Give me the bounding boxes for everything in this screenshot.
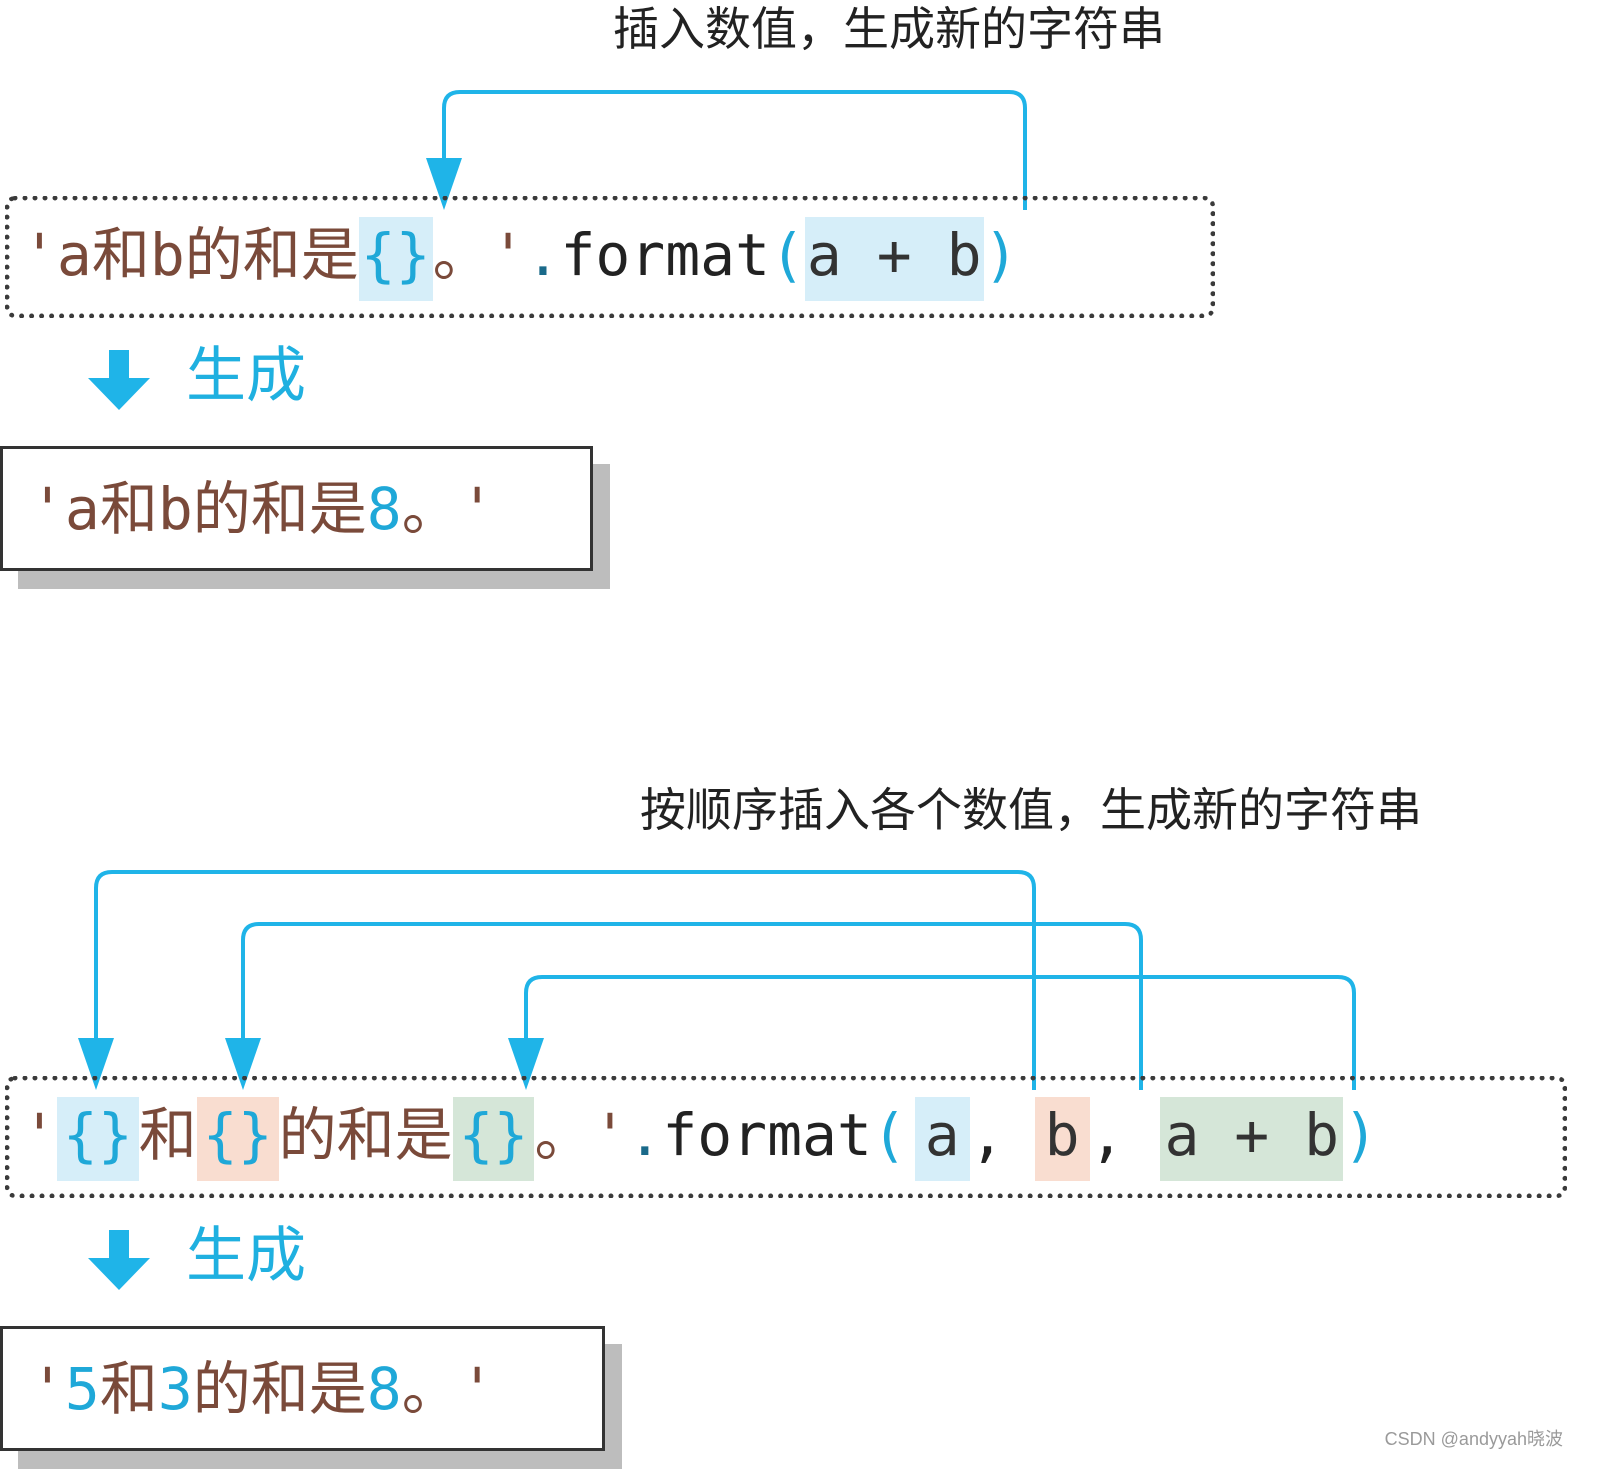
bottom-insert-arrowhead-1: [78, 1038, 114, 1090]
result-quote-open: ': [30, 1355, 65, 1423]
code-quote-close: ': [490, 221, 526, 289]
code-quote-open: ': [22, 221, 57, 289]
bottom-result-text: '5和3的和是8。': [30, 1360, 495, 1418]
top-result-box: [0, 446, 593, 571]
top-generate-label: 生成: [186, 341, 306, 411]
bottom-insert-arrow-3: [524, 975, 1356, 1090]
result-value: 8: [366, 475, 402, 543]
code-string-prefix: a和b的和是: [56, 221, 359, 289]
watermark: CSDN @andyyah晓波: [1384, 1429, 1563, 1449]
code-argument-2: b: [1034, 1097, 1090, 1181]
bottom-insert-arrowhead-3: [508, 1038, 544, 1090]
bottom-generate-arrow-icon: [88, 1230, 150, 1290]
bottom-insert-arrowhead-2: [225, 1038, 261, 1090]
top-insert-arrowhead: [426, 158, 462, 210]
code-quote-open: ': [22, 1101, 57, 1169]
result-string-part-2: 的和是: [192, 1355, 367, 1423]
result-string-prefix: a和b的和是: [64, 475, 367, 543]
bottom-insert-arrow-1: [94, 870, 1036, 1090]
result-string-part-1: 和: [99, 1355, 158, 1423]
code-dot: .: [525, 221, 561, 289]
bottom-result-box: [0, 1326, 605, 1451]
bottom-generate-label: 生成: [186, 1221, 306, 1291]
top-insert-arrow: [442, 90, 1027, 210]
result-value-1: 5: [64, 1355, 100, 1423]
top-code-box: [5, 196, 1215, 318]
result-quote-close: ': [459, 475, 495, 543]
top-caption: 插入数值，生成新的字符串: [613, 2, 1165, 56]
code-comma-2: ,: [1089, 1101, 1125, 1169]
code-argument-3: a + b: [1160, 1097, 1344, 1181]
bottom-caption: 按顺序插入各个数值，生成新的字符串: [640, 783, 1422, 837]
code-format-method: format: [560, 221, 770, 289]
code-paren-open: (: [871, 1101, 907, 1169]
top-generate-arrow-icon: [88, 350, 150, 410]
code-placeholder-2: {}: [196, 1097, 279, 1181]
code-string-part-2: 的和是: [278, 1101, 453, 1169]
code-string-suffix: 。: [432, 221, 491, 289]
bottom-code-box: [5, 1076, 1567, 1198]
code-placeholder-1: {}: [56, 1097, 139, 1181]
code-string-part-3: 。: [534, 1101, 593, 1169]
top-code-line: 'a和b的和是{}。'.format(a + b): [22, 217, 1019, 301]
bottom-code-line: '{}和{}的和是{}。'.format(a,b,a + b): [22, 1097, 1378, 1181]
bottom-insert-arrow-2: [241, 922, 1143, 1090]
code-comma-1: ,: [969, 1101, 1005, 1169]
result-quote-open: ': [30, 475, 65, 543]
code-argument-1: a: [914, 1097, 970, 1181]
result-string-part-3: 。: [401, 1355, 460, 1423]
code-format-method: format: [662, 1101, 872, 1169]
top-result-text: 'a和b的和是8。': [30, 480, 495, 538]
code-dot: .: [627, 1101, 663, 1169]
result-value-2: 3: [157, 1355, 193, 1423]
code-argument: a + b: [804, 217, 984, 301]
code-paren-close: ): [1343, 1101, 1378, 1169]
result-value-3: 8: [366, 1355, 402, 1423]
result-string-suffix: 。: [401, 475, 460, 543]
code-placeholder-3: {}: [452, 1097, 535, 1181]
code-paren-open: (: [769, 221, 805, 289]
code-string-part-1: 和: [138, 1101, 197, 1169]
code-paren-close: ): [983, 221, 1019, 289]
code-quote-close: ': [592, 1101, 628, 1169]
result-quote-close: ': [459, 1355, 495, 1423]
code-placeholder: {}: [358, 217, 433, 301]
